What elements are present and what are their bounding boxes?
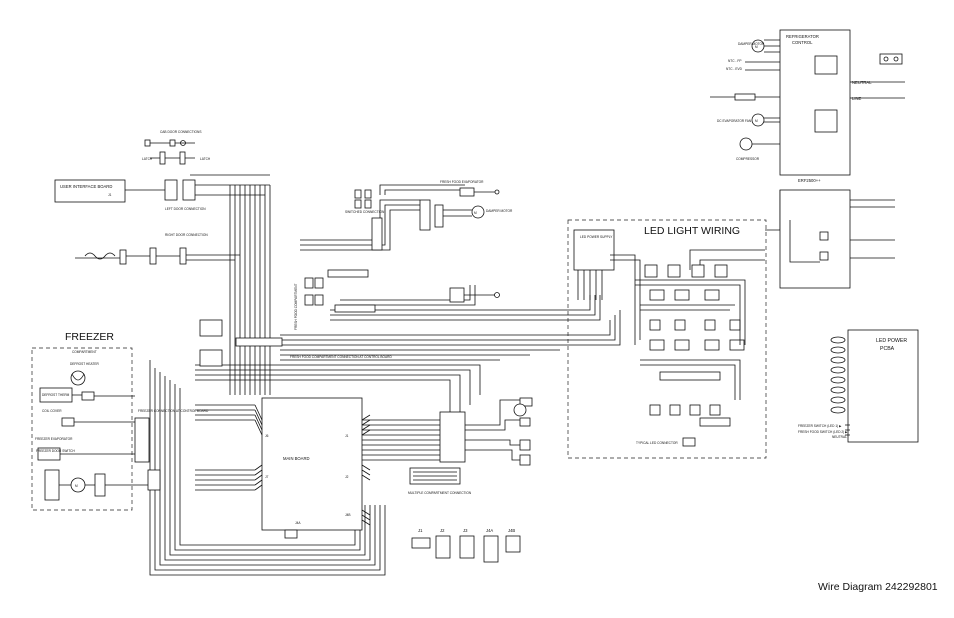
fresh-food-evaporator: FRESH FOOD EVAPORATOR M DAMPER MOTOR SWI… [345,180,513,251]
svg-text:NEUTRAL: NEUTRAL [852,80,872,85]
svg-text:M: M [755,45,758,49]
svg-text:J2: J2 [440,528,445,533]
svg-text:LATCH: LATCH [200,157,211,161]
cab-door-connections: CAB DOOR CONNECTIONS LATCH LATCH [142,130,211,165]
svg-text:REFRIGERATOR: REFRIGERATOR [786,34,819,39]
svg-text:LED LIGHT WIRING: LED LIGHT WIRING [644,225,740,237]
svg-text:FRESH FOOD COMPARTMENT: FRESH FOOD COMPARTMENT [294,283,298,330]
svg-text:TYPICAL LED CONNECTOR: TYPICAL LED CONNECTOR [636,441,678,445]
svg-text:J3: J3 [463,528,468,533]
svg-text:J7: J7 [265,475,269,479]
center-connectors: FRESH FOOD COMPARTMENT FRESH FOOD COMPAR… [199,269,500,367]
svg-text:DAMPER MOTOR: DAMPER MOTOR [738,42,765,46]
svg-text:ERF2500++: ERF2500++ [798,178,821,183]
led-light-wiring: LED LIGHT WIRING LED POWER SUPPLY TYPICA… [567,219,767,459]
main-board: MAIN BOARD J6 J7 J1 J2 J4B J4A MULTIPLE … [254,397,533,539]
svg-text:FREEZER: FREEZER [65,331,114,343]
svg-text:MAIN BOARD: MAIN BOARD [283,456,310,461]
svg-text:NEUTRAL: NEUTRAL [832,435,847,439]
svg-text:FRESH FOOD COMPARTMENT CONNECT: FRESH FOOD COMPARTMENT CONNECTION AT CON… [290,355,392,359]
svg-text:USER INTERFACE BOARD: USER INTERFACE BOARD [60,184,112,189]
svg-text:LED POWER SUPPLY: LED POWER SUPPLY [580,235,613,239]
svg-text:J6: J6 [265,434,269,438]
svg-text:FREEZER SWITCH (LED 1) ▶: FREEZER SWITCH (LED 1) ▶ [798,424,842,428]
diagram-title: Wire Diagram 242292801 [818,581,938,593]
svg-text:J4A: J4A [295,521,301,525]
svg-text:CAB DOOR CONNECTIONS: CAB DOOR CONNECTIONS [160,130,201,134]
svg-text:MULTIPLE COMPARTMENT CONNECTIO: MULTIPLE COMPARTMENT CONNECTION [408,491,472,495]
svg-text:COMPRESSOR: COMPRESSOR [736,157,760,161]
svg-text:FREEZER CONNECTION AT CONTROL: FREEZER CONNECTION AT CONTROL BOARD [138,409,209,413]
svg-text:FRESH FOOD EVAPORATOR: FRESH FOOD EVAPORATOR [440,180,484,184]
svg-text:SWITCHED CONNECTION: SWITCHED CONNECTION [345,210,385,214]
svg-text:J1: J1 [418,528,423,533]
right-door-connection: RIGHT DOOR CONNECTION [75,233,208,265]
svg-text:J4B: J4B [508,528,515,533]
svg-text:DEFROST HEATER: DEFROST HEATER [70,362,99,366]
svg-text:M: M [474,211,477,215]
svg-text:PCBA: PCBA [880,346,895,352]
svg-text:NTC - FP: NTC - FP [728,59,741,63]
svg-text:M: M [75,484,78,488]
svg-text:DC EVAPORATOR FAN: DC EVAPORATOR FAN [717,119,752,123]
svg-text:LINE: LINE [852,96,862,101]
svg-text:J4B: J4B [345,513,351,517]
svg-text:RIGHT DOOR CONNECTION: RIGHT DOOR CONNECTION [165,233,208,237]
user-interface-board: USER INTERFACE BOARD J1 LEFT DOOR CONNEC… [54,179,206,211]
led-power-pcba: LED POWER PCBA FREEZER SWITCH (LED 1) ▶ … [798,329,919,443]
svg-text:LATCH: LATCH [142,157,153,161]
bottom-connectors: J1 J2 J3 J4A J4B [411,528,521,563]
svg-text:DEFROST THERM: DEFROST THERM [42,393,70,397]
right-switch-box [779,189,895,289]
svg-text:DAMPER MOTOR: DAMPER MOTOR [486,209,513,213]
svg-text:FREEZER DOOR SWITCH: FREEZER DOOR SWITCH [36,449,75,453]
svg-text:NTC - EVD: NTC - EVD [726,67,743,71]
svg-text:FREEZER EVAPORATOR: FREEZER EVAPORATOR [35,437,73,441]
refrigerator-control: REFRIGERATOR CONTROL ERF2500++ NEUTRAL L… [710,29,905,183]
svg-text:CONTROL: CONTROL [792,40,813,45]
freezer-compartment: FREEZER COMPARTMENT DEFROST HEATER DEFRO… [31,331,209,511]
wire-bus [149,174,781,576]
svg-text:COMPARTMENT: COMPARTMENT [72,350,97,354]
svg-text:J4A: J4A [486,528,493,533]
svg-text:LED POWER: LED POWER [876,338,907,344]
svg-text:J1: J1 [108,193,112,197]
svg-text:COIL COVER: COIL COVER [42,409,62,413]
svg-text:M: M [755,119,758,123]
svg-text:J1: J1 [345,434,349,438]
svg-text:FRESH FOOD SWITCH (LED 2) ▶: FRESH FOOD SWITCH (LED 2) ▶ [798,430,848,434]
svg-text:J2: J2 [345,475,349,479]
svg-text:LEFT DOOR CONNECTION: LEFT DOOR CONNECTION [165,207,206,211]
